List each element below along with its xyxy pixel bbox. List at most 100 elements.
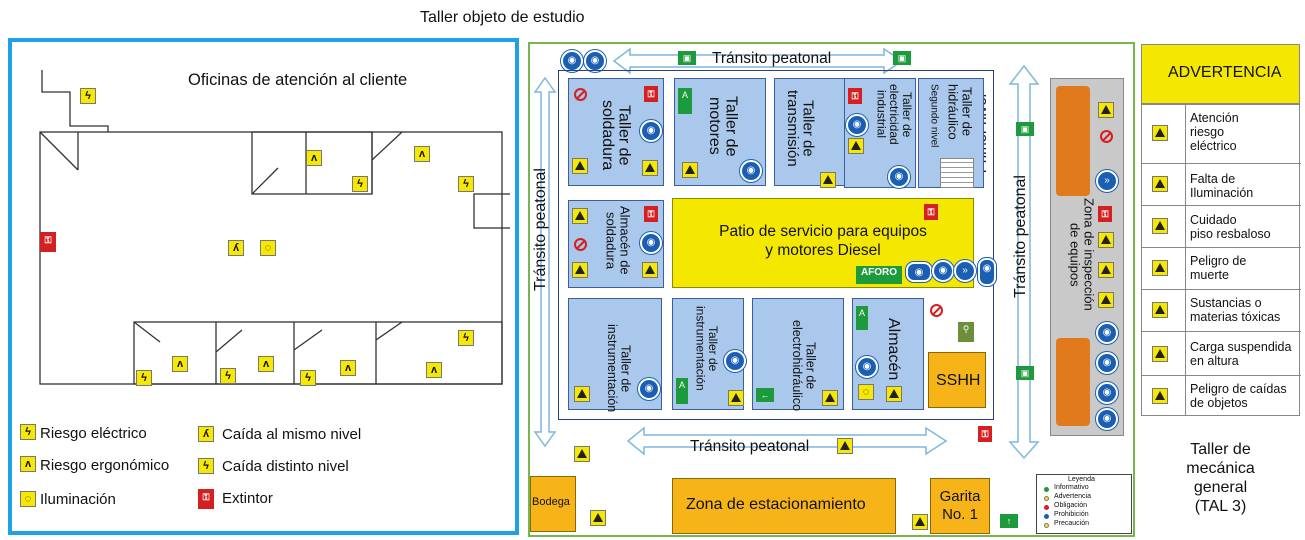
leyenda-dot-prohibicion bbox=[1044, 514, 1049, 519]
mandatory-sign-icon: ◉ bbox=[640, 120, 662, 142]
room-hidraulico-label: Taller de hidráulico bbox=[945, 84, 975, 140]
exit-arrow-icon: ← bbox=[756, 388, 774, 402]
ergonomic-risk-icon: ʌ bbox=[172, 356, 188, 372]
extinguisher-icon: ⚿ bbox=[924, 204, 938, 220]
mandatory-sign-icon: ◉ bbox=[638, 378, 660, 400]
leyenda-item: Obligación bbox=[1054, 502, 1088, 509]
emergency-exit-icon: ▣ bbox=[893, 51, 911, 65]
warning-sign-icon bbox=[590, 510, 606, 526]
left-transit-arrow bbox=[533, 76, 557, 448]
transito-right-label: Tránsito peatonal bbox=[1012, 175, 1029, 299]
transito-left-label: Tránsito peatonal bbox=[532, 168, 549, 292]
garita bbox=[930, 478, 990, 534]
prohibition-icon bbox=[930, 304, 943, 317]
warning-sign-icon bbox=[572, 208, 588, 224]
mandatory-sign-icon: ◉ bbox=[906, 262, 932, 282]
stairs bbox=[940, 158, 974, 188]
warning-sign-icon bbox=[848, 138, 864, 154]
mandatory-sign-icon: ◉ bbox=[888, 166, 910, 188]
room-electricidad-label: Taller de electricidad industrial bbox=[874, 84, 914, 145]
right-transit-arrow bbox=[1008, 64, 1040, 460]
warning-sign-icon bbox=[1098, 102, 1114, 118]
electric-risk-icon: ϟ bbox=[458, 330, 474, 346]
warning-row: Cuidado piso resbaloso bbox=[1142, 205, 1301, 247]
room-soldadura-label: Taller de soldadura bbox=[598, 100, 633, 171]
transito-bottom-label: Tránsito peatonal bbox=[690, 438, 810, 455]
bodega bbox=[530, 476, 576, 532]
warning-row: Falta de Iluminación bbox=[1142, 163, 1301, 205]
truck-image bbox=[1056, 338, 1090, 426]
electric-risk-icon bbox=[1152, 125, 1168, 141]
warning-sign-icon bbox=[1098, 232, 1114, 248]
extinguisher-icon: ⚿ bbox=[644, 86, 658, 102]
mandatory-sign-icon: ◉ bbox=[932, 260, 954, 282]
legend-riesgo-ergonomico: Riesgo ergonómico bbox=[40, 457, 170, 474]
segundo-nivel-label: Segundo nivel bbox=[928, 84, 940, 148]
warning-sign-icon bbox=[820, 172, 836, 188]
room-sshh bbox=[928, 352, 986, 408]
leyenda-dot-advertencia bbox=[1044, 496, 1049, 501]
room-motores-label: Taller de motores bbox=[705, 96, 740, 157]
room-almacen-soldadura-label: Almacén de soldadura bbox=[603, 206, 633, 275]
extinguisher-icon: ⚿ bbox=[848, 88, 862, 104]
mandatory-sign-icon: ◉ bbox=[856, 356, 878, 378]
aforo-sign-icon: A bbox=[856, 306, 868, 330]
estacionamiento-label: Zona de estacionamiento bbox=[686, 496, 866, 513]
prohibition-icon bbox=[574, 238, 587, 251]
mandatory-sign-icon: ◉ bbox=[584, 50, 606, 72]
aforo-sign-icon: AFORO bbox=[856, 266, 902, 284]
warning-sign-icon bbox=[728, 390, 744, 406]
electric-risk-icon: ϟ bbox=[352, 176, 368, 192]
ergonomic-risk-icon: ʌ bbox=[258, 356, 274, 372]
room-instrumentacion-1-label: Taller de instrumentación bbox=[605, 324, 633, 413]
lighting-icon: ◌ bbox=[858, 384, 874, 400]
warning-sign-icon bbox=[1098, 262, 1114, 278]
suspended-load-icon bbox=[1152, 346, 1168, 362]
advertencia-header: ADVERTENCIA bbox=[1168, 64, 1282, 81]
mandatory-sign-icon: » bbox=[1096, 170, 1118, 192]
diagram-title: Taller objeto de estudio bbox=[420, 9, 585, 26]
warning-row: Peligro de muerte bbox=[1142, 247, 1301, 289]
mandatory-sign-icon: ◉ bbox=[1096, 352, 1118, 374]
warning-row: Peligro de caídas de objetos bbox=[1142, 375, 1301, 415]
ergonomic-risk-icon: ʌ bbox=[340, 360, 356, 376]
warning-sign-icon bbox=[572, 158, 588, 174]
legend-riesgo-electrico: Riesgo eléctrico bbox=[40, 425, 147, 442]
death-danger-icon bbox=[1152, 260, 1168, 276]
electric-risk-icon: ϟ bbox=[136, 370, 152, 386]
leyenda-box bbox=[1036, 474, 1132, 534]
ergonomic-risk-icon: ʌ bbox=[20, 456, 36, 472]
falling-objects-icon bbox=[1152, 388, 1168, 404]
bottom-transit-arrow bbox=[626, 426, 948, 456]
toxic-substances-icon bbox=[1152, 302, 1168, 318]
emergency-exit-icon: ▣ bbox=[1016, 122, 1034, 136]
warning-sign-icon bbox=[642, 160, 658, 176]
ergonomic-risk-icon: ʌ bbox=[414, 146, 430, 162]
warning-row: Sustancias o materias tóxicas bbox=[1142, 289, 1301, 331]
mandatory-sign-icon: ◉ bbox=[1096, 408, 1118, 430]
aforo-sign-icon: A bbox=[678, 88, 692, 114]
leyenda-title: Leyenda bbox=[1068, 476, 1095, 483]
table-divider bbox=[1185, 105, 1186, 415]
room-almacen-label: Almacén bbox=[884, 318, 902, 381]
warning-sign-icon bbox=[682, 162, 698, 178]
same-level-fall-icon: ʎ bbox=[228, 240, 244, 256]
electric-risk-icon: ϟ bbox=[20, 424, 36, 440]
ergonomic-risk-icon: ʌ bbox=[306, 150, 322, 166]
garita-label: Garita No. 1 bbox=[939, 488, 981, 523]
workshop-panel bbox=[528, 42, 1135, 537]
mandatory-sign-icon: ◉ bbox=[978, 258, 996, 286]
room-instrumentacion-2-label: Taller de instrumentación bbox=[693, 306, 721, 391]
warning-sign-icon bbox=[574, 386, 590, 402]
mandatory-sign-icon: ◉ bbox=[1096, 322, 1118, 344]
electric-risk-icon: ϟ bbox=[220, 368, 236, 384]
warning-sign-icon bbox=[886, 386, 902, 402]
leyenda-item: Prohibición bbox=[1054, 511, 1089, 518]
mandatory-sign-icon: ◉ bbox=[846, 114, 868, 136]
patio-servicio bbox=[672, 198, 974, 288]
lighting-icon bbox=[1152, 176, 1168, 192]
leyenda-item: Precaución bbox=[1054, 520, 1090, 527]
electric-risk-icon: ϟ bbox=[80, 88, 96, 104]
lighting-icon: ◌ bbox=[260, 240, 276, 256]
electric-risk-icon: ϟ bbox=[458, 176, 474, 192]
